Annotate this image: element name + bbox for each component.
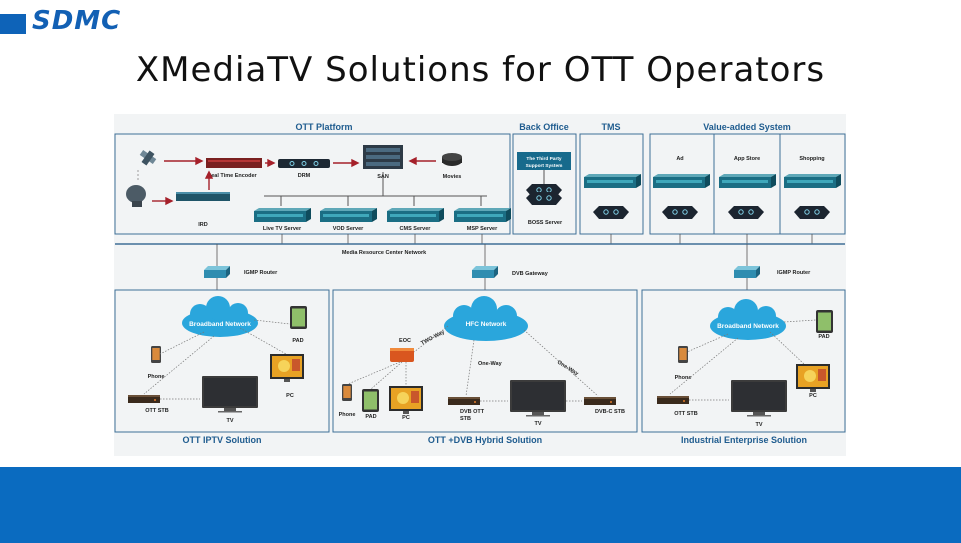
satellite-icon [139,149,157,166]
drm-device [278,159,330,168]
label-pc-middle: PC [402,415,410,421]
satellite-dish-icon [126,185,146,207]
label-third-party-line2: Support System [526,163,563,169]
real-time-encoder-device [206,158,262,168]
label-pc-right: PC [809,393,817,399]
label-pc-left: PC [286,393,294,399]
eoc-device [390,348,414,362]
pad-left-device [290,306,307,329]
san-storage-device [363,145,403,169]
label-ott-stb-right: OTT STB [674,411,698,417]
label-shopping: Shopping [799,156,824,162]
igmp-router-left-device [204,266,230,278]
cms-server-device [387,208,444,222]
label-igmp-router-right: IGMP Router [777,270,811,276]
shopping-server-device [784,174,841,188]
label-third-party-line1: The Third Party [526,156,562,162]
movies-storage-icon [442,153,462,166]
vod-server-device [320,208,377,222]
label-eoc: EOC [399,338,411,344]
app-store-router-device [727,205,765,220]
label-dvb-ott-stb-line2: STB [460,416,471,422]
ad-router-device [661,205,699,220]
footer-band [0,467,961,543]
label-app-store: App Store [734,156,760,162]
tv-right-device [731,380,787,417]
dvb-gateway-device [472,266,498,278]
label-tv-right: TV [755,422,762,428]
pc-right-device [796,364,830,392]
label-hfc-network: HFC Network [466,321,507,328]
pc-middle-device [389,386,423,414]
third-party-box [517,152,571,170]
app-store-server-device [719,174,776,188]
label-movies: Movies [443,174,462,180]
phone-right-device [678,346,688,363]
label-boss-server: BOSS Server [528,220,563,226]
ott-architecture-diagram: OTT Platform Back Office TMS Value-added… [114,114,846,456]
label-broadband-network-left: Broadband Network [189,321,251,328]
section-title-ott-platform: OTT Platform [295,122,352,132]
tv-middle-device [510,380,566,417]
label-pad-middle: PAD [365,414,376,420]
live-tv-server-device [254,208,311,222]
dvb-c-stb-device [584,397,616,405]
label-ott-stb-left: OTT STB [145,408,169,414]
msp-server-device [454,208,511,222]
pad-middle-device [362,389,379,412]
label-pad-left: PAD [292,338,303,344]
label-vod-server: VOD Server [333,226,364,232]
label-real-time-encoder: Real Time Encoder [207,173,257,179]
pad-right-device [816,310,833,333]
company-logo: SDMC [32,6,122,36]
boss-server-device-lower [525,191,563,206]
solution-title-enterprise: Industrial Enterprise Solution [681,435,807,445]
label-broadband-network-right: Broadband Network [717,323,779,330]
shopping-router-device [793,205,831,220]
label-pad-right: PAD [818,334,829,340]
solution-title-ott-iptv: OTT IPTV Solution [183,435,262,445]
phone-middle-device [342,384,352,401]
logo-mark [0,14,26,34]
flow-arrows [152,156,436,206]
label-tv-middle: TV [534,421,541,427]
broadband-cloud-right [710,299,786,340]
label-dvb-c-stb: DVB-C STB [595,409,625,415]
label-one-way-a: One-Way [478,361,503,367]
section-title-value-added: Value-added System [703,122,791,132]
pc-left-device [270,354,304,382]
label-ad: Ad [676,156,683,162]
tms-server-device [584,174,641,188]
label-igmp-router-left: IGMP Router [244,270,278,276]
label-cms-server: CMS Server [400,226,432,232]
phone-left-device [151,346,161,363]
label-live-tv-server: Live TV Server [263,226,302,232]
label-phone-left: Phone [148,374,165,380]
label-dvb-gateway: DVB Gateway [512,271,549,277]
label-tv-left: TV [226,418,233,424]
label-dvb-ott-stb-line1: DVB OTT [460,409,485,415]
solution-title-hybrid: OTT +DVB Hybrid Solution [428,435,542,445]
igmp-router-right-device [734,266,760,278]
tv-left-device [202,376,258,413]
ird-device [176,192,230,201]
hfc-cloud [444,296,528,341]
label-ird: IRD [198,222,208,228]
label-media-resource-network: Media Resource Center Network [342,250,427,256]
tms-router-device [592,205,630,220]
label-drm: DRM [298,173,311,179]
label-phone-middle: Phone [339,412,356,418]
ott-stb-right-device [657,396,689,404]
section-title-back-office: Back Office [519,122,569,132]
dvb-ott-stb-device [448,397,480,405]
slide-title: XMediaTV Solutions for OTT Operators [135,50,826,90]
label-phone-right: Phone [675,375,692,381]
label-msp-server: MSP Server [467,226,498,232]
ad-server-device [653,174,710,188]
section-title-tms: TMS [602,122,621,132]
ott-stb-left-device [128,395,160,403]
broadband-cloud-left [182,296,258,337]
